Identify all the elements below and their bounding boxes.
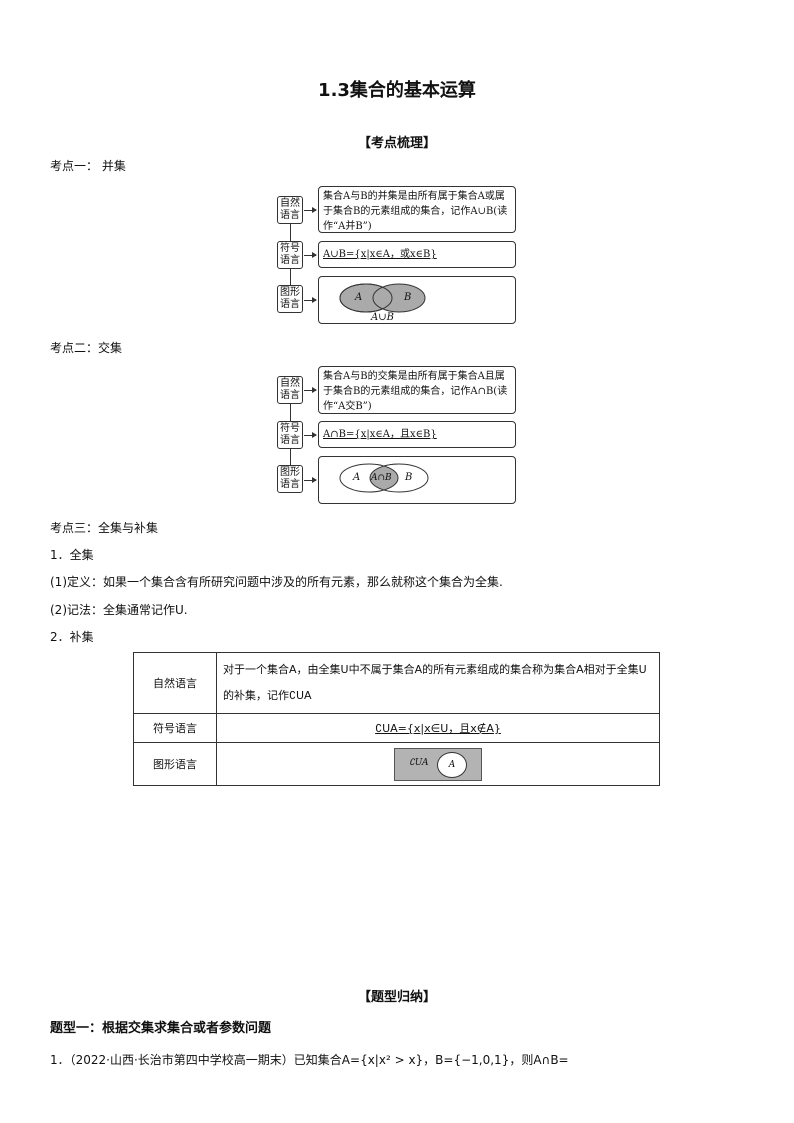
point-three-heading: 考点三：全集与补集: [50, 521, 159, 535]
universal-heading: 1．全集: [50, 548, 94, 562]
venn-label-a: A: [448, 759, 456, 770]
complement-heading: 2．补集: [50, 630, 94, 644]
label-natural: 自然语言: [277, 376, 303, 404]
venn-label-b: B: [404, 292, 412, 303]
intersection-natural-text: 集合A与B的交集是由所有属于集合A且属于集合B的元素组成的集合，记作A∩B(读作…: [318, 366, 516, 414]
complement-symbol-text: ∁UA={x|x∈U，且x∉A}: [375, 722, 501, 735]
label-graphic: 图形语言: [277, 465, 303, 493]
type-one-heading: 题型一：根据交集求集合或者参数问题: [50, 1021, 272, 1036]
venn-label-a: A: [355, 292, 363, 303]
intersection-venn-box: A A∩B B: [318, 456, 516, 504]
venn-label-complement: ∁UA: [409, 757, 429, 768]
section-heading-types: 【题型归纳】: [357, 990, 436, 1005]
union-symbol-text: A∪B={x|x∈A，或x∈B}: [323, 249, 437, 260]
venn-label-intersection: A∩B: [371, 473, 392, 483]
venn-label-b: B: [405, 472, 413, 483]
union-venn-box: A B A∪B: [318, 276, 516, 324]
row-label-natural: 自然语言: [133, 652, 217, 714]
venn-caption: A∪B: [371, 312, 394, 323]
row-label-graphic: 图形语言: [133, 742, 217, 786]
page-title: 1.3集合的基本运算: [318, 80, 476, 101]
universal-notation: (2)记法：全集通常记作U.: [50, 603, 188, 617]
question-1: 1．（2022·山西·长治市第四中学校高一期末）已知集合A={x|x² > x}…: [50, 1053, 569, 1067]
label-graphic: 图形语言: [277, 285, 303, 313]
universal-definition: (1)定义：如果一个集合含有所研究问题中涉及的所有元素，那么就称这个集合为全集.: [50, 575, 503, 589]
label-symbol: 符号语言: [277, 241, 303, 269]
complement-table: 自然语言对于一个集合A，由全集U中不属于集合A的所有元素组成的集合称为集合A相对…: [133, 652, 660, 786]
point-one-heading: 考点一： 并集: [50, 159, 126, 173]
section-heading-points: 【考点梳理】: [357, 136, 436, 151]
row-label-symbol: 符号语言: [133, 713, 217, 743]
intersection-symbol-text: A∩B={x|x∈A，且x∈B}: [323, 429, 437, 440]
label-natural: 自然语言: [277, 196, 303, 224]
union-natural-text: 集合A与B的并集是由所有属于集合A或属于集合B的元素组成的集合，记作A∪B(读作…: [318, 186, 516, 233]
complement-venn-icon: ∁UA A: [394, 747, 482, 781]
label-symbol: 符号语言: [277, 421, 303, 449]
point-two-heading: 考点二：交集: [50, 341, 123, 355]
intersection-venn-icon: [339, 463, 429, 493]
complement-natural-text: 对于一个集合A，由全集U中不属于集合A的所有元素组成的集合称为集合A相对于全集U…: [216, 652, 660, 714]
venn-label-a: A: [353, 472, 361, 483]
union-venn-icon: [339, 283, 426, 313]
